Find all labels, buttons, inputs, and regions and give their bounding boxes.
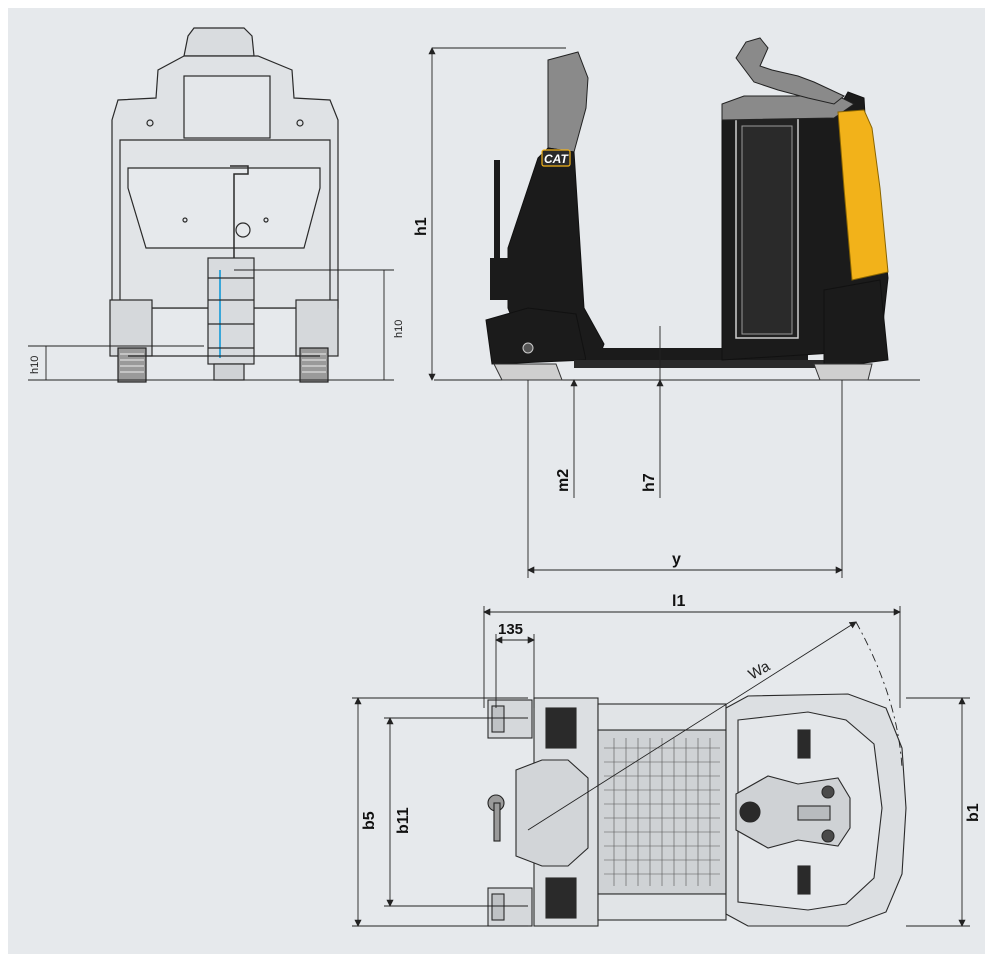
dim-h7: h7 — [641, 473, 658, 492]
dim-m2: m2 — [555, 469, 572, 492]
side-view-dimensions — [428, 47, 843, 578]
drawing-canvas: h10 h10 CAT — [8, 8, 985, 954]
front-view-dimensions — [28, 269, 394, 381]
dim-h10-left: h10 — [29, 356, 41, 374]
side-view: CAT — [434, 37, 920, 381]
floor-mat — [604, 738, 720, 886]
dim-l1: l1 — [672, 593, 685, 610]
cat-badge: CAT — [544, 152, 569, 166]
dim-b5: b5 — [361, 811, 378, 830]
dim-b1: b1 — [965, 803, 982, 822]
top-view-dimensions — [352, 606, 970, 927]
dim-y: y — [672, 551, 681, 568]
dim-h10-right: h10 — [393, 320, 405, 338]
front-view — [109, 27, 339, 383]
dim-135: 135 — [498, 621, 523, 638]
technical-drawing: h10 h10 CAT — [28, 27, 982, 927]
dim-wa: Wa — [746, 657, 774, 683]
dim-h1: h1 — [413, 217, 430, 236]
dim-b11: b11 — [395, 807, 412, 834]
top-view — [487, 693, 907, 927]
